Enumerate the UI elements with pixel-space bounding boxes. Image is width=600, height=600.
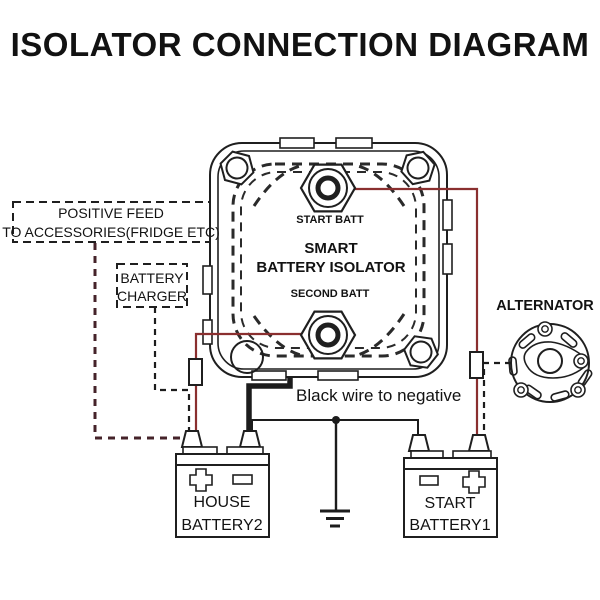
isolator-tab	[335, 137, 373, 149]
battery-charger-label-line2: CHARGER	[117, 288, 187, 304]
house-battery-label-line1: HOUSE	[194, 494, 251, 511]
minus-terminal-icon	[232, 474, 253, 485]
fuse-icon	[188, 358, 203, 386]
isolator-inner-outline	[217, 150, 440, 370]
isolator-tab	[279, 137, 315, 149]
page-title: ISOLATOR CONNECTION DIAGRAM	[11, 26, 590, 63]
wire-dashed-charger	[153, 307, 191, 434]
isolator-tab	[251, 370, 287, 381]
battery-post-icon	[407, 434, 431, 452]
plus-terminal-icon	[189, 468, 213, 492]
second-batt-terminal-label: SECOND BATT	[291, 288, 370, 300]
battery-charger-box: BATTERY CHARGER	[116, 263, 188, 308]
isolator-seam-curve	[252, 315, 305, 358]
positive-feed-label-line2: TO ACCESSORIES(FRIDGE ETC)	[2, 224, 220, 240]
wire-red-second-batt	[194, 332, 318, 434]
start-battery-label-line1: START	[425, 495, 476, 512]
battery-charger-label-line1: BATTERY	[120, 270, 184, 286]
positive-feed-box: POSITIVE FEED TO ACCESSORIES(FRIDGE ETC)	[2, 201, 220, 243]
isolator-tab	[317, 370, 359, 381]
minus-terminal-icon	[419, 475, 439, 486]
corner-screw-icon	[230, 340, 264, 374]
wire-dashed-positive-feed	[93, 243, 184, 440]
battery-top-bar	[175, 453, 270, 466]
battery-top-bar	[403, 457, 498, 470]
isolator-seam-curve	[252, 163, 305, 207]
isolator-tab	[202, 319, 213, 345]
isolator-name-line1: SMART	[304, 240, 357, 257]
house-battery: HOUSE BATTERY2	[175, 430, 270, 538]
start-battery-label-line2: BATTERY1	[409, 517, 490, 534]
isolator-name-line2: BATTERY ISOLATOR	[256, 259, 405, 276]
isolator-tab	[442, 199, 453, 231]
positive-feed-outline	[12, 201, 211, 243]
positive-feed-label-line1: POSITIVE FEED	[58, 205, 164, 221]
battery-post-icon	[238, 430, 262, 448]
fuse-icon	[469, 351, 484, 379]
battery-post-icon	[180, 430, 204, 448]
isolator-seam-curve	[353, 163, 406, 207]
wire-dashed-alternator	[482, 361, 511, 440]
isolator-tab	[442, 243, 453, 275]
alternator-label: ALTERNATOR	[496, 298, 594, 314]
battery-charger-outline	[116, 263, 188, 308]
start-battery: START BATTERY1	[403, 434, 498, 538]
wire-black-thick-negative	[246, 377, 293, 436]
start-batt-terminal-label: START BATT	[296, 214, 364, 226]
black-wire-note: Black wire to negative	[296, 386, 461, 405]
alternator: ALTERNATOR	[496, 298, 594, 403]
house-battery-label-line2: BATTERY2	[181, 517, 262, 534]
ground-symbol-icon	[320, 420, 350, 528]
isolator-tab	[202, 265, 213, 295]
battery-post-icon	[467, 434, 491, 452]
isolator-seam-curve	[353, 313, 406, 358]
plus-terminal-icon	[462, 470, 486, 494]
wire-red-start-batt	[339, 187, 479, 440]
